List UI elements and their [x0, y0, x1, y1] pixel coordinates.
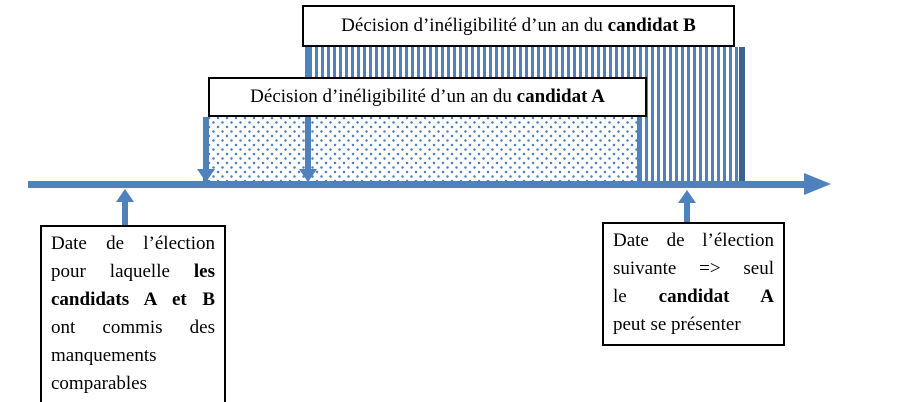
first-election-up-arrow-icon	[122, 200, 128, 225]
decision-label-candidate-a: Décision d’inéligibilité d’un an du cand…	[208, 77, 647, 117]
decision-b-down-arrowhead-icon	[299, 169, 317, 182]
next-election-up-arrowhead-icon	[678, 190, 696, 203]
timeline-axis	[28, 181, 806, 188]
decision-label-candidate-a-text: Décision d’inéligibilité d’un an du cand…	[250, 86, 605, 107]
decision-a-down-arrow-icon	[203, 117, 209, 171]
timeline-arrowhead-icon	[804, 173, 831, 195]
ineligibility-bar-candidate-a	[203, 117, 641, 182]
decision-a-down-arrowhead-icon	[197, 169, 215, 182]
first-election-up-arrowhead-icon	[116, 189, 134, 202]
decision-b-down-arrow-icon	[305, 117, 311, 171]
decision-label-candidate-b: Décision d’inéligibilité d’un an du cand…	[302, 5, 735, 47]
decision-label-candidate-b-text: Décision d’inéligibilité d’un an du cand…	[341, 15, 696, 36]
next-election-up-arrow-icon	[684, 201, 690, 222]
